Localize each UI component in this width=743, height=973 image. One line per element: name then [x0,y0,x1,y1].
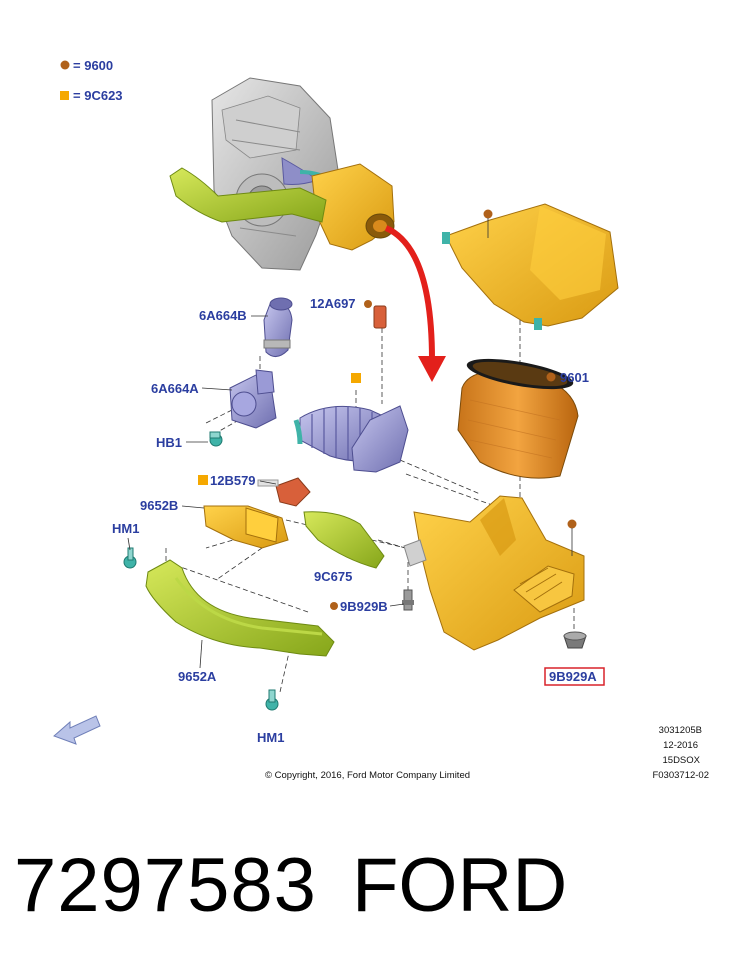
callout-HB1: HB1 [156,435,182,450]
filter-dot-icon [546,372,556,382]
cover-dot-icon [483,209,493,219]
legend-dot-label: = 9600 [73,58,113,73]
info-line-2: 12-2016 [663,740,698,751]
callout-9C675: 9C675 [314,569,352,584]
callout-HM1-top: HM1 [112,521,139,536]
resonator-9652B [203,505,289,549]
callout-12A697: 12A697 [310,296,356,311]
callout-12B579: 12B579 [210,473,256,488]
sensor-12B579 [257,477,311,507]
air-cleaner-installed [311,163,395,251]
hose-6A664A [229,369,277,429]
legend-square-icon [60,91,69,100]
air-cleaner-housing [403,495,585,651]
callout-9601: 9601 [560,370,589,385]
clip-HB1 [209,431,223,447]
housing-dot-icon [567,519,577,529]
info-line-4: F0303712-02 [652,770,709,781]
callout-6A664A: 6A664A [151,381,199,396]
callout-6A664B: 6A664B [199,308,247,323]
hose-square-icon [351,373,361,383]
callout-9652A: 9652A [178,669,217,684]
corrugated-hose-9C623 [293,373,409,473]
air-cleaner-cover [442,203,619,330]
info-line-3: 15DSOX [663,755,701,766]
intake-duct-installed [169,167,327,223]
air-filter-9601 [457,358,579,479]
info-line-1: 3031205B [659,725,702,736]
explode-arrow [384,225,446,382]
duct-9652A [145,559,335,657]
callout-12B579-square-icon [198,475,208,485]
legend-dot-icon [60,60,70,70]
duct-9C675 [303,511,385,569]
info-block: 3031205B 12-2016 15DSOX F0303712-02 [652,725,709,781]
callout-9B929B: 9B929B [340,599,388,614]
sensor-9B929B [330,589,414,611]
grommet-9B929A [563,631,587,649]
hose-6A664B [263,297,293,357]
view-direction-arrow-icon [53,715,101,745]
sensor-12A697 [364,300,387,329]
legend-square-label: = 9C623 [73,88,123,103]
part-number: 7297583 [14,843,317,928]
callout-HM1-bottom: HM1 [257,730,284,745]
clip-HM1-bottom [265,689,279,711]
callout-9B929A-highlight-box [544,667,605,686]
callout-9652B: 9652B [140,498,178,513]
legend: = 9600 = 9C623 [60,58,123,103]
copyright: © Copyright, 2016, Ford Motor Company Li… [265,770,470,781]
brand-name: FORD [352,843,568,928]
clip-HM1-top [123,547,137,569]
callout-9B929A: 9B929A [549,669,597,684]
callout-labels: 6A664B 12A697 6A664A 9601 HB1 12B579 965… [112,296,605,745]
